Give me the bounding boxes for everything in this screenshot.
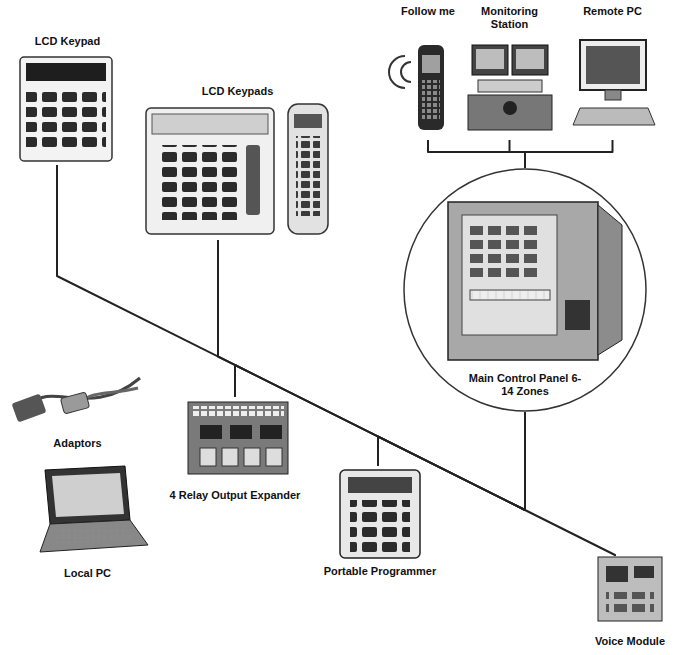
laptop-illustration — [40, 466, 148, 552]
relay-board-illustration — [188, 402, 288, 474]
bus-wire — [510, 140, 526, 168]
control-panel-illustration — [448, 202, 622, 360]
control-panel-illustration-part — [470, 225, 542, 281]
remote-pc-illustration-part — [586, 46, 640, 84]
device-label: Adaptors — [53, 437, 101, 450]
relay-board-illustration-part — [266, 448, 282, 466]
control-panel-illustration-part — [565, 300, 590, 330]
relay-board-illustration-part — [188, 402, 288, 474]
laptop-illustration-part — [40, 520, 148, 552]
laptop-illustration-part — [54, 525, 134, 544]
monitoring-station-illustration — [468, 45, 552, 130]
relay-board-illustration-part — [200, 425, 222, 439]
adaptors-illustration-part — [11, 393, 46, 422]
keypad-illustration — [20, 57, 112, 161]
bus-wire — [235, 365, 525, 510]
monitoring-station-illustration-part — [472, 45, 508, 75]
monitoring-station-illustration-part — [503, 101, 517, 115]
voice-module-illustration-part — [598, 557, 662, 621]
phone-node: Follow me — [398, 5, 458, 140]
voice-module-illustration-part — [634, 566, 654, 578]
device-label: Portable Programmer — [324, 565, 436, 578]
bus-wire — [428, 140, 525, 168]
keypads-illustration-part — [160, 145, 240, 220]
voice-module-illustration — [598, 557, 662, 621]
keypads-illustration-part — [288, 104, 328, 234]
keypad-illustration-part — [20, 57, 112, 161]
local-pc-node: Local PC — [25, 460, 150, 580]
relay-board-illustration-part — [222, 448, 238, 466]
relay-board-illustration-part — [244, 448, 260, 466]
adaptors-node: Adaptors — [10, 368, 145, 450]
adaptors-illustration-part — [80, 388, 138, 402]
keypads-illustration-part — [152, 114, 268, 134]
programmer-node: Portable Programmer — [321, 466, 439, 578]
control-panel-illustration-part — [470, 290, 550, 300]
monitoring-station-illustration-part — [468, 95, 552, 130]
keypad-illustration-part — [26, 63, 106, 81]
monitoring-station-illustration-part — [476, 49, 504, 69]
programmer-illustration-part — [348, 477, 412, 493]
control-panel-illustration-part — [598, 205, 622, 355]
phone-illustration-part — [389, 56, 405, 88]
keypads-illustration-part — [296, 136, 320, 216]
device-label: Voice Module — [595, 635, 665, 648]
keypad-node: LCD Keypad — [15, 35, 120, 165]
adaptors-illustration-part — [60, 392, 89, 414]
monitoring-station-illustration-part — [478, 80, 542, 92]
device-label: Remote PC — [583, 5, 642, 18]
monitoring-station-illustration-part — [512, 45, 548, 75]
keypad-illustration-part — [26, 88, 106, 152]
remote-pc-illustration-part — [580, 40, 646, 90]
keypads-illustration-part — [146, 108, 274, 234]
relay-board-illustration-part — [192, 406, 284, 416]
adaptors-illustration — [11, 378, 140, 423]
voice-module-node: Voice Module — [580, 556, 680, 648]
bus-wire — [525, 140, 613, 168]
relay-node: 4 Relay Output Expander — [167, 397, 304, 502]
phone-illustration-part — [418, 45, 444, 130]
device-label: 4 Relay Output Expander — [170, 489, 301, 502]
phone-illustration-part — [422, 80, 440, 120]
control-panel-illustration-part — [462, 215, 557, 335]
relay-board-illustration-part — [260, 425, 282, 439]
programmer-illustration-part — [340, 470, 420, 558]
keypads-illustration-part — [246, 145, 260, 215]
control-panel-circle: Main Control Panel 6-14 Zones — [403, 168, 647, 412]
laptop-illustration-part — [52, 473, 124, 517]
voice-module-illustration-part — [606, 592, 654, 612]
programmer-illustration-part — [350, 500, 410, 552]
remote-pc-illustration-part — [573, 108, 655, 125]
remote-pc-node: Remote PC — [565, 5, 660, 140]
device-label: LCD Keypad — [35, 35, 100, 48]
remote-pc-illustration-part — [605, 90, 621, 100]
voice-module-illustration-part — [606, 566, 628, 582]
device-label: Monitoring Station — [474, 5, 546, 31]
phone-illustration-part — [401, 62, 411, 82]
remote-pc-illustration — [573, 40, 655, 125]
device-label: Follow me — [401, 5, 455, 18]
phone-illustration — [389, 45, 444, 130]
monitoring-station-illustration-part — [516, 49, 544, 69]
relay-board-illustration-part — [230, 425, 252, 439]
phone-illustration-part — [422, 55, 440, 73]
programmer-illustration — [340, 470, 420, 558]
device-label: LCD Keypads — [202, 85, 274, 98]
laptop-illustration-part — [45, 466, 130, 524]
device-label: Local PC — [64, 567, 111, 580]
keypads-node: LCD Keypads — [140, 85, 335, 240]
panel-circle — [404, 169, 646, 411]
keypads-illustration — [146, 104, 328, 234]
control-panel-illustration-part — [448, 202, 598, 360]
keypads-illustration-part — [294, 114, 322, 128]
bus-wire — [525, 412, 615, 556]
station-node: Monitoring Station — [462, 5, 557, 140]
device-label: Main Control Panel 6-14 Zones — [467, 372, 583, 398]
relay-board-illustration-part — [200, 448, 216, 466]
